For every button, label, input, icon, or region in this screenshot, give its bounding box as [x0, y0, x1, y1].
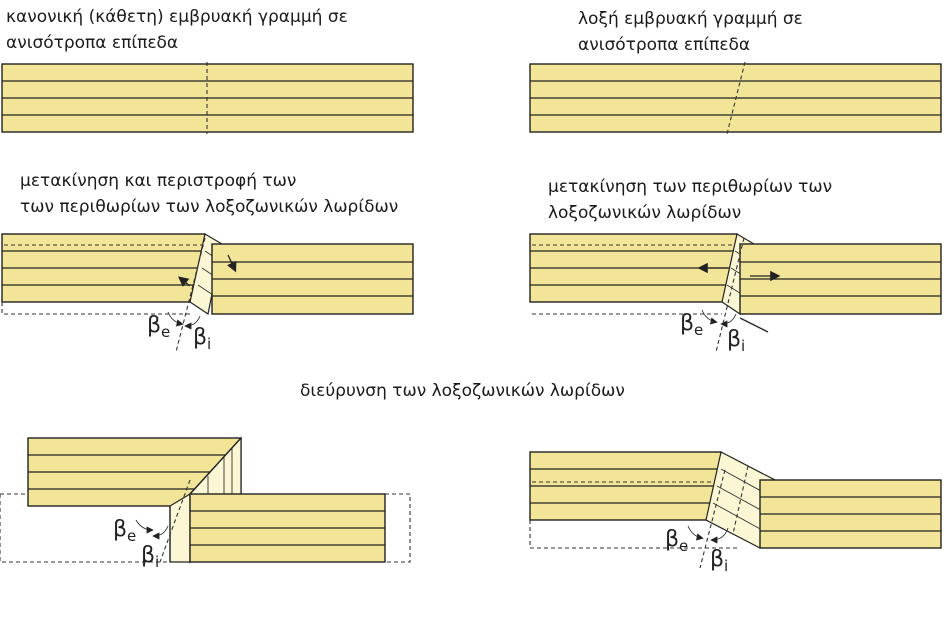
caption-line: των περιθωρίων των λοξοζωνικών λωρίδων	[20, 197, 399, 217]
caption-line: λοξοζωνικών λωρίδων	[548, 203, 742, 223]
panel-normal-line	[1, 62, 414, 134]
caption-widening: διεύρυνση των λοξοζωνικών λωρίδων	[300, 378, 625, 404]
caption-oblique-line: λοξή εμβρυακή γραμμή σε ανισότροπα επίπε…	[578, 6, 803, 58]
panel-move-margins: βe βi	[529, 233, 942, 355]
caption-line: μετακίνηση των περιθωρίων των	[548, 177, 833, 197]
caption-normal-line: κανονική (κάθετη) εμβρυακή γραμμή σε ανι…	[6, 4, 348, 56]
caption-line: διεύρυνση των λοξοζωνικών λωρίδων	[300, 381, 625, 401]
embryonic-line	[726, 61, 746, 135]
beta-i-label: βi	[141, 543, 159, 571]
beta-i-label: βi	[727, 327, 745, 355]
beta-e-label: βe	[147, 313, 170, 341]
beta-i-label: βi	[193, 325, 211, 353]
caption-line: ανισότροπα επίπεδα	[578, 35, 751, 55]
beta-e-label: βe	[665, 527, 688, 555]
caption-line: ανισότροπα επίπεδα	[6, 33, 179, 53]
caption-move-rotate: μετακίνηση και περιστροφή των των περιθω…	[20, 168, 398, 220]
caption-line: κανονική (κάθετη) εμβρυακή γραμμή σε	[6, 7, 348, 27]
rotation-arrow	[177, 276, 191, 287]
beta-i-label: βi	[710, 547, 728, 575]
caption-move-margins: μετακίνηση των περιθωρίων των λοξοζωνικώ…	[548, 174, 832, 226]
caption-line: λοξή εμβρυακή γραμμή σε	[578, 9, 803, 29]
panel-widening-right: βe βi	[529, 451, 942, 575]
caption-line: μετακίνηση και περιστροφή των	[20, 171, 297, 191]
beta-e-label: βe	[113, 517, 136, 545]
panel-widening-left: βe βi	[0, 436, 411, 571]
rotation-arrow	[226, 254, 237, 273]
panel-move-rotate: βe βi	[1, 233, 414, 353]
original-outline	[1, 302, 190, 315]
beta-e-label: βe	[680, 311, 703, 339]
panel-oblique-line	[529, 61, 942, 135]
